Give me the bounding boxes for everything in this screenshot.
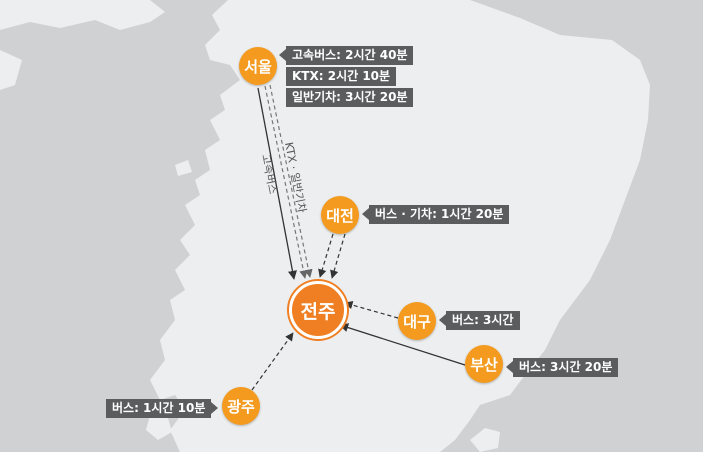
hub-jeonju-label: 전주 xyxy=(300,300,336,323)
city-daejeon-label: 대전 xyxy=(326,206,354,225)
land-left-top xyxy=(0,50,22,90)
route-daegu xyxy=(344,301,399,319)
tag-seoul-bus: 고속버스: 2시간 40분 xyxy=(278,46,414,65)
city-gwangju-label: 광주 xyxy=(227,397,255,416)
city-busan[interactable]: 부산 xyxy=(465,345,503,383)
city-daegu-label: 대구 xyxy=(403,312,431,331)
city-daegu[interactable]: 대구 xyxy=(398,302,436,340)
city-seoul-label: 서울 xyxy=(244,57,272,76)
city-daejeon[interactable]: 대전 xyxy=(321,196,359,234)
city-seoul[interactable]: 서울 xyxy=(239,47,277,85)
route-busan xyxy=(339,323,466,366)
route-daejeon-b xyxy=(330,233,346,279)
tag-daegu: 버스: 3시간 xyxy=(439,311,520,330)
island-s2 xyxy=(248,436,272,452)
peninsula xyxy=(150,0,650,452)
city-gwangju[interactable]: 광주 xyxy=(222,387,260,425)
route-daejeon-a xyxy=(318,233,334,278)
island-w1 xyxy=(175,160,192,176)
route-gwangju xyxy=(251,332,294,391)
tag-seoul-train: 일반기차: 3시간 20분 xyxy=(286,88,414,107)
island-sw xyxy=(146,415,172,440)
mainland-north xyxy=(0,0,165,30)
route-seoul-bus xyxy=(257,87,297,280)
tag-gwangju: 버스: 1시간 10분 xyxy=(106,399,219,418)
city-busan-label: 부산 xyxy=(470,355,498,374)
island-s1 xyxy=(470,428,500,452)
tag-busan: 버스: 3시간 20분 xyxy=(505,358,619,377)
tag-daejeon: 버스 · 기차: 1시간 20분 xyxy=(361,205,510,224)
tag-seoul-ktx: KTX: 2시간 10분 xyxy=(286,67,397,86)
route-seoul-rail-a xyxy=(264,85,308,279)
hub-jeonju[interactable]: 전주 xyxy=(289,281,347,339)
route-seoul-rail-b xyxy=(269,84,313,278)
